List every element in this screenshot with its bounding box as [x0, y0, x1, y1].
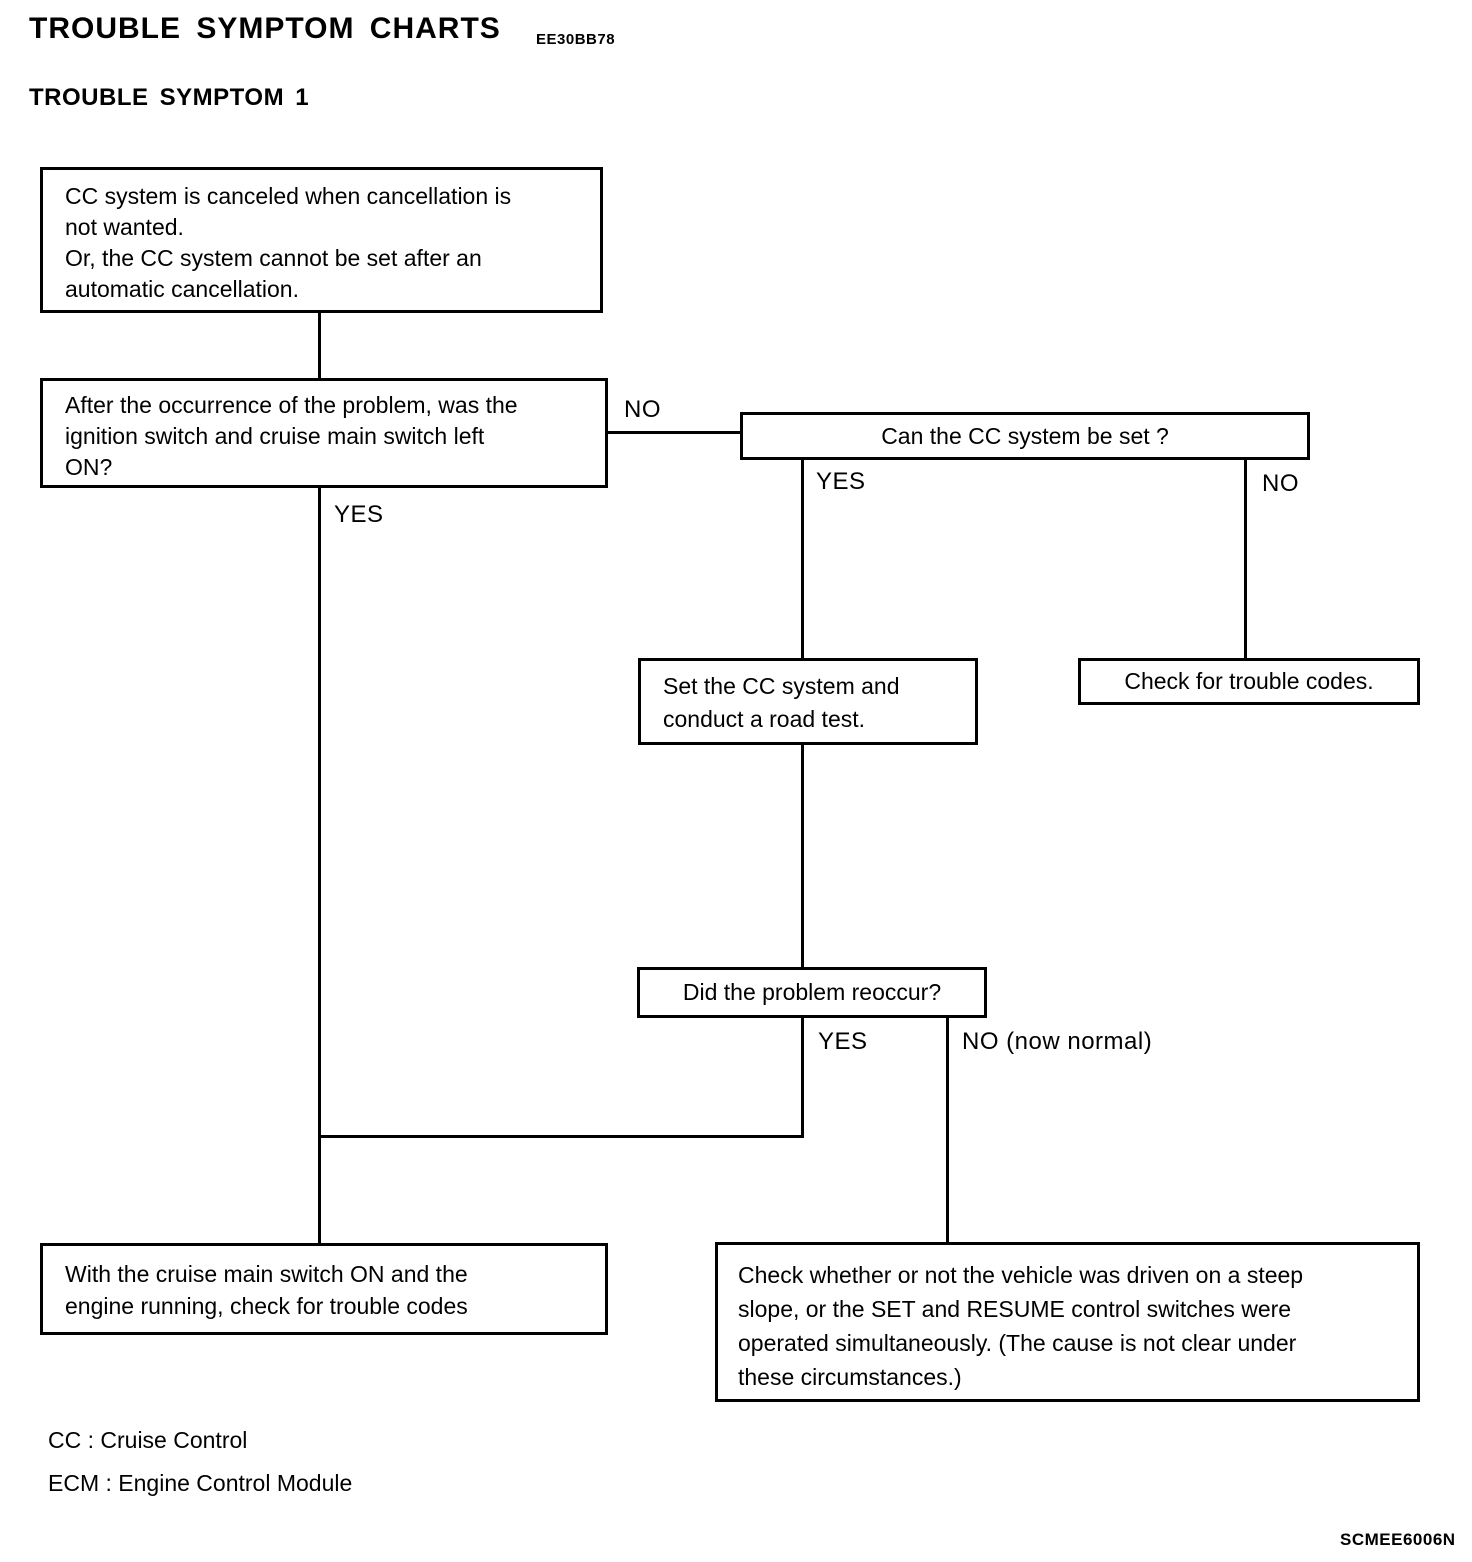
branch-label-yes-switch: YES	[334, 501, 384, 528]
node-question-reoccur: Did the problem reoccur?	[637, 967, 987, 1018]
node-check-steep-slope: Check whether or not the vehicle was dri…	[715, 1242, 1420, 1402]
node-symptom-description: CC system is canceled when cancellation …	[40, 167, 603, 313]
branch-label-no-switch: NO	[624, 396, 661, 423]
node-set-and-road-test: Set the CC system and conduct a road tes…	[638, 658, 978, 745]
page-title: TROUBLE SYMPTOM CHARTS	[29, 12, 501, 45]
connector-reoccur-yes-horizontal	[318, 1135, 804, 1138]
connector-reoccur-yes-vertical	[801, 1018, 804, 1138]
branch-label-no-reoccur: NO (now normal)	[962, 1028, 1153, 1055]
connector-road-test-to-reoccur	[801, 745, 804, 967]
connector-symptom-to-question	[318, 313, 321, 378]
figure-code: SCMEE6006N	[1340, 1530, 1456, 1549]
connector-yes-long-vertical	[318, 488, 321, 1243]
connector-yes-to-road-test	[801, 460, 804, 658]
node-check-codes-engine-running: With the cruise main switch ON and the e…	[40, 1243, 608, 1335]
branch-label-no-can-set: NO	[1262, 470, 1299, 497]
legend-item-ecm: ECM : Engine Control Module	[48, 1470, 353, 1496]
connector-reoccur-no-vertical	[946, 1018, 949, 1242]
node-question-can-set: Can the CC system be set ?	[740, 412, 1310, 460]
section-code: EE30BB78	[536, 31, 616, 48]
branch-label-yes-reoccur: YES	[818, 1028, 868, 1055]
chart-subtitle: TROUBLE SYMPTOM 1	[29, 84, 310, 111]
connector-no-horizontal	[608, 431, 743, 434]
legend-item-cc: CC : Cruise Control	[48, 1427, 248, 1453]
node-question-switch-left-on: After the occurrence of the problem, was…	[40, 378, 608, 488]
abbreviation-legend: CC : Cruise Control ECM : Engine Control…	[48, 1419, 352, 1505]
connector-no-to-check-codes	[1244, 460, 1247, 658]
branch-label-yes-can-set: YES	[816, 468, 866, 495]
node-check-trouble-codes: Check for trouble codes.	[1078, 658, 1420, 705]
